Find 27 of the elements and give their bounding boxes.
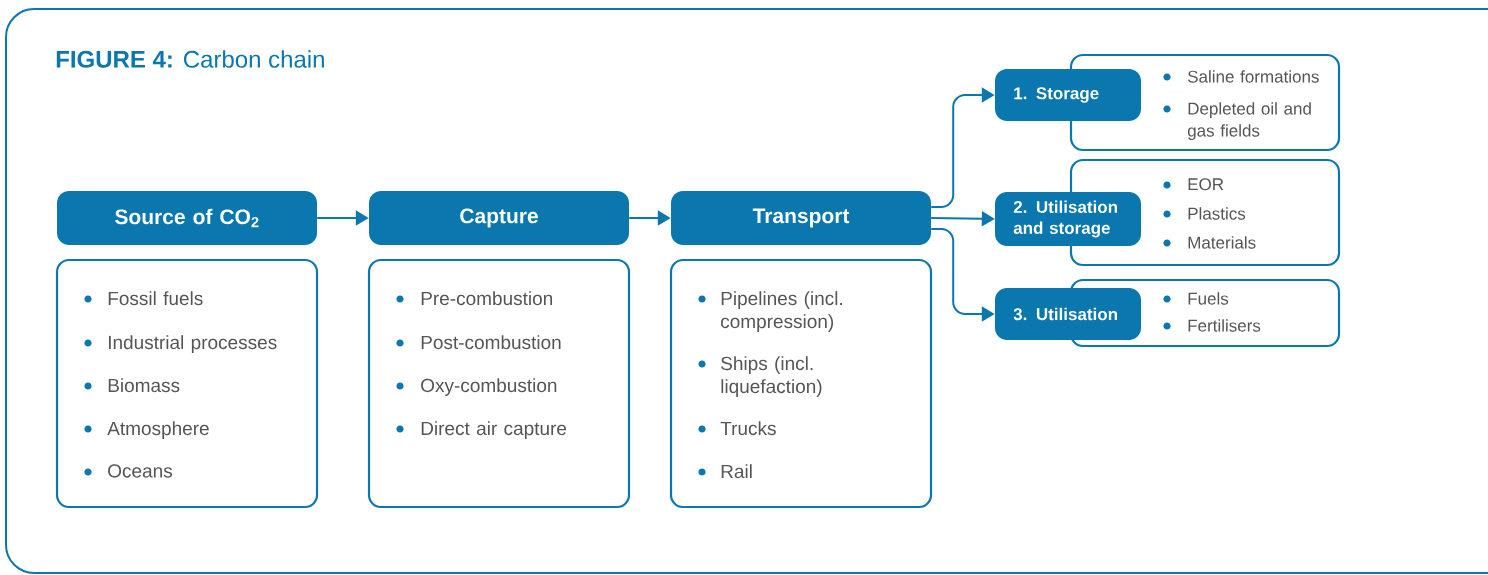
bullet-item: Ships (incl. liquefaction) <box>698 356 822 397</box>
stage-box: Capture <box>369 191 629 245</box>
bullet-item: Plastics <box>1163 207 1246 220</box>
bullet-item: Oxy-combustion <box>396 378 557 396</box>
figure-title: FIGURE 4: Carbon chain <box>56 50 324 68</box>
bullet-item: Saline formations <box>1163 70 1319 83</box>
bullet-item: Post-combustion <box>396 335 561 350</box>
bullet-item: Oceans <box>84 464 172 478</box>
bullet-item: Direct air capture <box>396 421 567 439</box>
bullet-item: Biomass <box>84 378 180 393</box>
bullet-item: EOR <box>1163 178 1224 191</box>
bullet-item: Rail <box>698 464 752 479</box>
bullet-item: Materials <box>1163 236 1256 249</box>
bullet-item: Industrial processes <box>84 335 277 353</box>
stage-box: 1. Storage <box>995 69 1141 121</box>
bullet-item: Pre-combustion <box>396 291 552 306</box>
bullet-item: Fuels <box>1163 292 1229 305</box>
bullet-item: Fertilisers <box>1163 319 1261 332</box>
stage-box: Source of CO$_{2}$ <box>57 191 317 245</box>
bullet-item: Fossil fuels <box>84 291 203 306</box>
bullet-item: Atmosphere <box>84 421 209 439</box>
bullet-item: Depleted oil and gas fields <box>1163 102 1311 141</box>
stage-box: Transport <box>671 191 931 245</box>
stage-box: 3. Utilisation <box>995 288 1141 340</box>
bullet-item: Trucks <box>698 421 776 436</box>
stage-box: 2. Utilisation and storage <box>995 192 1141 246</box>
bullet-item: Pipelines (incl. compression) <box>698 291 842 332</box>
